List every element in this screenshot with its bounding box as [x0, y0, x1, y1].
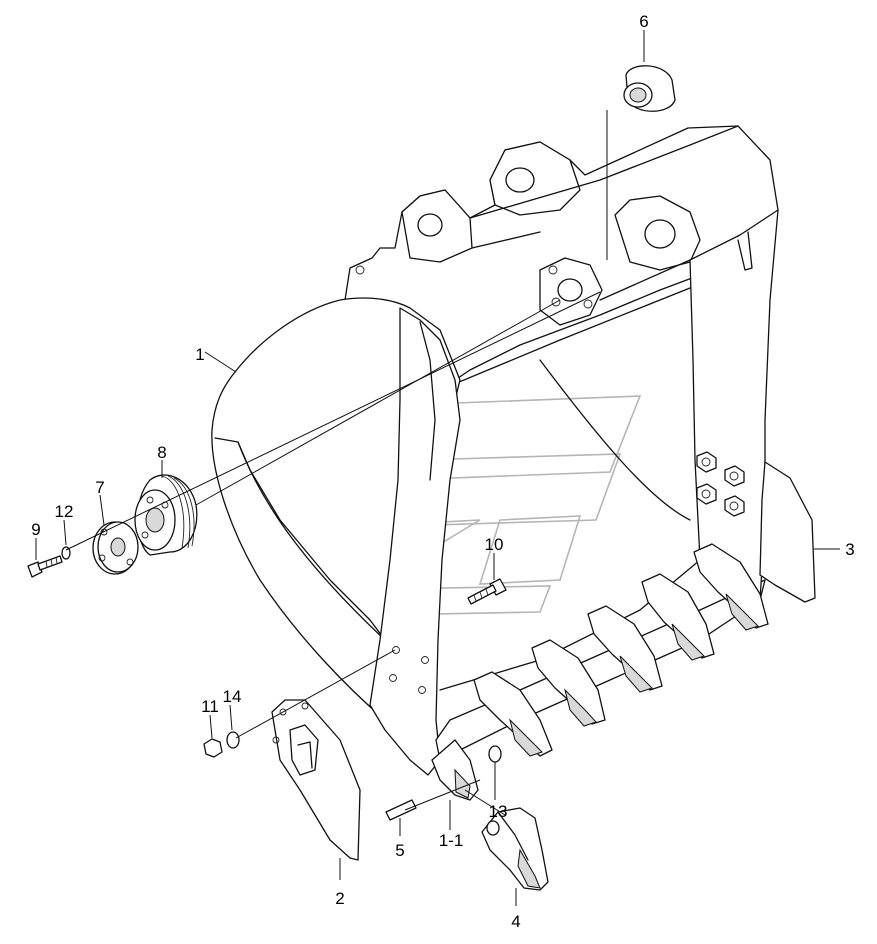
boss-part-8	[134, 474, 198, 556]
callout-1: 1	[195, 345, 204, 364]
callout-9: 9	[31, 520, 40, 539]
leader-lines	[35, 30, 840, 906]
callout-4: 4	[511, 912, 520, 931]
washer-part-12	[61, 546, 71, 560]
bolt-part-9	[27, 555, 63, 578]
callout-1-1: 1-1	[439, 831, 464, 850]
pin-part-5	[385, 799, 417, 821]
bushing-part-6	[623, 65, 676, 112]
ring-part-7	[92, 521, 139, 575]
washer-part-13	[488, 745, 502, 763]
callout-10: 10	[485, 535, 504, 554]
callout-2: 2	[335, 889, 344, 908]
washer-part-14	[226, 731, 240, 749]
callout-3: 3	[845, 540, 854, 559]
callout-8: 8	[157, 443, 166, 462]
callout-13: 13	[489, 802, 508, 821]
bolt-part-10	[467, 578, 507, 605]
side-bolt-group	[696, 451, 745, 517]
callout-12: 12	[55, 502, 74, 521]
callout-labels: 6 1 8 7 9 12 10 3 11 14 13 5 1-1 2 4	[31, 12, 854, 931]
bucket-teeth-row	[431, 543, 769, 801]
side-cutter-right	[759, 461, 816, 603]
nut-part-11	[203, 738, 223, 758]
callout-7: 7	[95, 478, 104, 497]
tooth-part-4	[481, 807, 549, 891]
bucket-body	[211, 125, 779, 776]
callout-6: 6	[639, 12, 648, 31]
side-plate-part-2	[271, 699, 361, 861]
callout-14: 14	[223, 687, 242, 706]
callout-5: 5	[395, 841, 404, 860]
callout-11: 11	[201, 697, 219, 716]
